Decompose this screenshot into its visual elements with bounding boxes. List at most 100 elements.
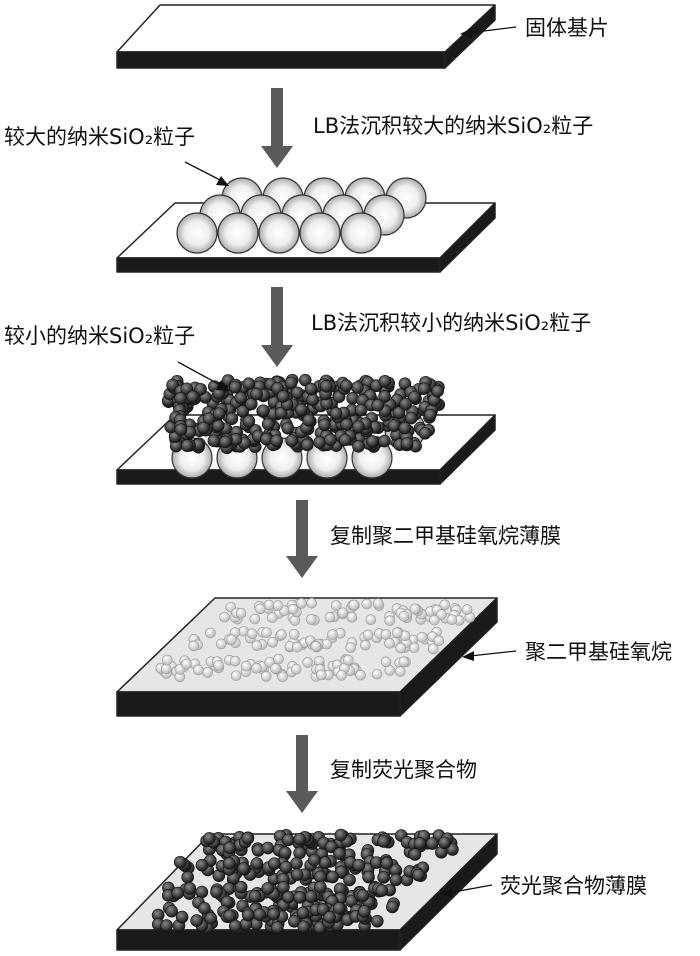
fluorescent-polymer-bead [279, 860, 293, 874]
fluorescent-polymer-bead [261, 841, 275, 855]
small-sio2-particle [306, 393, 319, 407]
fluorescent-polymer-bead [370, 914, 384, 928]
pdms-imprint-dot [235, 607, 247, 619]
pdms-imprint-dot [254, 603, 266, 615]
fluorescent-polymer-bead [413, 837, 427, 850]
small-sio2-particle [339, 379, 353, 392]
fluorescent-polymer-bead [183, 882, 197, 895]
fluorescent-polymer-bead [173, 855, 187, 869]
step-label-4: 复制荧光聚合物 [330, 758, 477, 782]
small-sio2-particle [340, 418, 353, 431]
pdms-imprint-dot [213, 660, 224, 671]
callout-small-particles: 较小的纳米SiO₂粒子 [4, 324, 230, 391]
fluorescent-polymer-bead [323, 910, 336, 924]
fluorescent-polymer-bead [343, 873, 356, 887]
fluorescent-polymer-bead [412, 868, 425, 882]
fluorescent-polymer-bead [175, 910, 189, 924]
pdms-imprint-dot [384, 638, 395, 649]
large-sio2-particle [176, 212, 218, 254]
small-sio2-particle [365, 435, 379, 448]
callout-large-particles-label: 较大的纳米SiO₂粒子 [4, 125, 195, 149]
fluorescent-polymer-bead [334, 828, 348, 842]
pdms-imprint-dot [202, 667, 213, 678]
small-sio2-particle [202, 412, 216, 426]
small-sio2-particle [313, 436, 326, 449]
fluorescent-polymer-bead [190, 914, 203, 927]
small-sio2-particle [256, 404, 270, 417]
slab-right [439, 414, 496, 485]
fluorescent-polymer-bead [293, 891, 307, 904]
small-sio2-particle [244, 397, 258, 411]
small-sio2-particle [423, 408, 437, 422]
fluorescent-polymer-bead [288, 915, 301, 928]
fluorescent-polymer-bead [223, 841, 236, 855]
fluorescent-polymer-bead [356, 889, 370, 902]
fluorescent-polymer-structure [151, 828, 459, 935]
small-sio2-particle [300, 438, 314, 452]
small-sio2-particle [281, 421, 295, 435]
pdms-imprint-dot [361, 598, 373, 610]
fluorescent-polymer-bead [377, 835, 390, 848]
pdms-imprint-dot [272, 600, 284, 611]
pdms-imprint-dot [251, 662, 262, 674]
pdms-imprint-dot [439, 599, 450, 611]
fluorescent-polymer-bead [202, 832, 216, 845]
fluorescent-polymer-bead [281, 833, 295, 847]
pdms-imprint-dot [346, 611, 358, 623]
fluorescent-polymer-bead [293, 846, 306, 860]
pdms-imprint-dot [427, 643, 439, 655]
fluorescent-polymer-bead [261, 882, 275, 895]
fluorescent-polymer-bead [253, 908, 266, 921]
slab-right [399, 597, 498, 717]
fluorescent-polymer-bead [304, 890, 318, 903]
fluorescent-polymer-bead [318, 856, 332, 869]
small-sio2-particle [180, 439, 194, 452]
fluorescent-polymer-bead [325, 840, 338, 854]
large-sio2-particle [258, 212, 300, 254]
pdms-imprint-dot [263, 599, 275, 611]
fluorescent-polymer-bead [241, 831, 255, 845]
pdms-imprint-pattern [155, 597, 476, 683]
small-sio2-particle [329, 407, 343, 420]
small-sio2-particle [261, 417, 275, 431]
small-sio2-particle [174, 391, 187, 405]
pdms-imprint-dot [330, 600, 342, 611]
pdms-imprint-dot [372, 598, 384, 609]
pdms-imprint-dot [380, 656, 392, 668]
pdms-imprint-dot [371, 668, 383, 680]
pdms-imprint-dot [409, 603, 421, 615]
pdms-imprint-dot [240, 660, 252, 672]
pdms-imprint-dot [205, 627, 216, 639]
small-sio2-particle [207, 434, 221, 448]
small-sio2-particle [408, 390, 421, 404]
small-sio2-particle [387, 419, 401, 432]
fluorescent-polymer-bead [165, 904, 178, 918]
pdms-imprint-dot [288, 629, 300, 640]
fluorescent-polymer-bead [358, 905, 371, 918]
small-sio2-particle [242, 415, 256, 428]
pdms-imprint-dot [348, 599, 360, 611]
pdms-imprint-dot [345, 642, 356, 653]
fluorescent-polymer-bead [171, 886, 185, 900]
fluorescent-polymer-bead [271, 921, 284, 934]
fluorescent-polymer-bead [408, 848, 422, 861]
pdms-imprint-dot [219, 611, 230, 623]
fluorescent-polymer-bead [223, 909, 236, 923]
pdms-imprint-dot [251, 640, 263, 651]
small-sio2-particle [378, 390, 391, 403]
small-sio2-particle [398, 421, 412, 435]
pdms-imprint-dot [394, 666, 406, 677]
pdms-imprint-dot [291, 641, 303, 653]
pdms-imprint-dot [249, 613, 261, 625]
callout-fluor-film-label: 荧光聚合物薄膜 [500, 874, 647, 898]
fluorescent-polymer-bead [362, 870, 375, 884]
small-sio2-particle [371, 399, 385, 412]
fluorescent-polymer-bead [195, 885, 209, 899]
pdms-imprint-dot [260, 671, 272, 682]
step-label-1: LB法沉积较大的纳米SiO₂粒子 [313, 114, 593, 138]
pdms-imprint-dot [230, 670, 242, 682]
pdms-imprint-dot [429, 614, 440, 626]
fluorescent-polymer-bead [290, 868, 304, 881]
pdms-imprint-dot [336, 670, 347, 681]
